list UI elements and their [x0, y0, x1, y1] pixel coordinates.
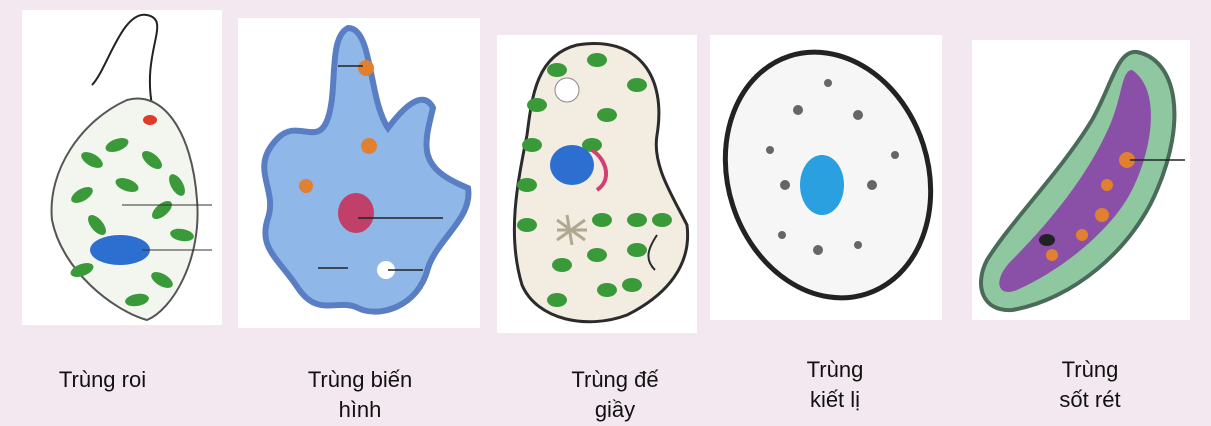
caption-line: Trùng biến [260, 365, 460, 395]
caption-line: giầy [525, 395, 705, 425]
caption-plasmodium: Trùng sốt rét [1015, 355, 1165, 415]
amoeba-illustration [238, 18, 480, 328]
caption-line: Trùng [1015, 355, 1165, 385]
caption-line: hình [260, 395, 460, 425]
caption-line: Trùng [760, 355, 910, 385]
caption-line: Trùng đế [525, 365, 705, 395]
caption-line: kiết lị [760, 385, 910, 415]
caption-amoeba: Trùng biến hình [260, 365, 460, 425]
caption-euglena: Trùng roi [20, 365, 185, 395]
euglena-illustration [22, 10, 222, 325]
caption-entamoeba: Trùng kiết lị [760, 355, 910, 415]
caption-paramecium: Trùng đế giầy [525, 365, 705, 425]
paramecium-illustration [497, 35, 697, 333]
entamoeba-illustration [710, 35, 942, 320]
caption-line: sốt rét [1015, 385, 1165, 415]
plasmodium-illustration [972, 40, 1190, 320]
caption-line: Trùng roi [20, 365, 185, 395]
